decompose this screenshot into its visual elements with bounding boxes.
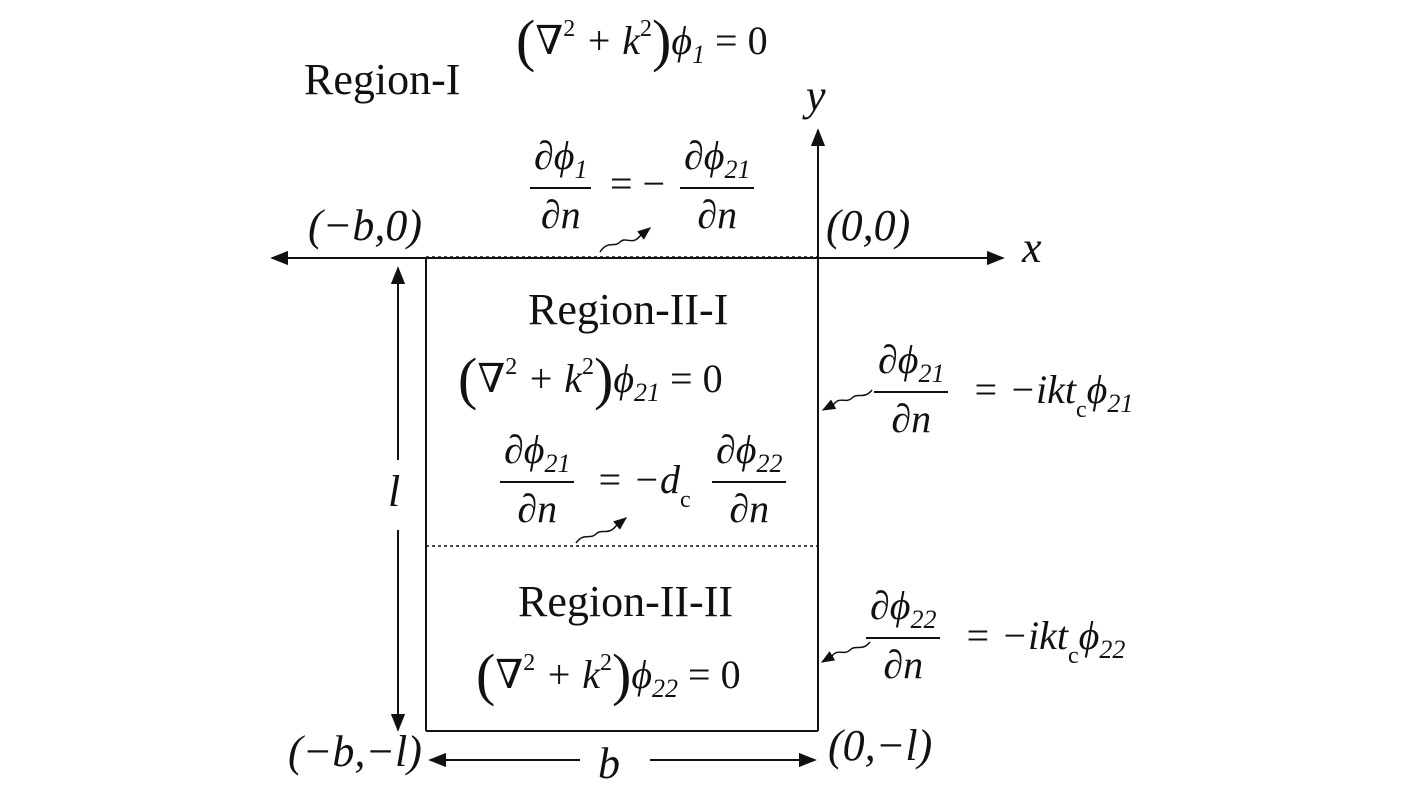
corner-bottom-left: (−b,−l): [288, 727, 422, 776]
helmholtz-equation-region-2-2: (∇2 + k2)ϕ22 = 0: [476, 642, 741, 707]
dimension-l-label: l: [388, 467, 401, 516]
region-1-label: Region-I: [304, 55, 461, 104]
squiggle-arrow-right-upper: [821, 389, 873, 411]
bc-right-wall-lower-rhs: = −iktcϕ22: [964, 613, 1126, 669]
bc-middle-operator: = −dc: [596, 457, 691, 513]
corner-top-left: (−b,0): [308, 201, 422, 250]
region-2-1-label: Region-II-I: [528, 285, 729, 334]
dimension-b-label: b: [598, 739, 620, 788]
x-axis-label: x: [1022, 223, 1042, 272]
bc-right-wall-lower-fraction: ∂ϕ22 ∂n: [866, 584, 941, 687]
bc-middle-lhs-fraction: ∂ϕ21 ∂n: [500, 428, 575, 531]
corner-top-right: (0,0): [826, 201, 911, 250]
y-axis-label: y: [806, 71, 826, 120]
bc-right-wall-upper-rhs: = −iktcϕ21: [972, 367, 1134, 423]
squiggle-arrow-middle: [575, 517, 628, 544]
corner-bottom-right: (0,−l): [828, 721, 933, 770]
helmholtz-equation-region-2-1: (∇2 + k2)ϕ21 = 0: [458, 346, 723, 411]
bc-middle-rhs-fraction: ∂ϕ22 ∂n: [712, 428, 787, 531]
helmholtz-equation-region-1: (∇2 + k2)ϕ1 = 0: [516, 8, 768, 73]
bc-right-wall-upper-fraction: ∂ϕ21 ∂n: [874, 338, 949, 441]
region-2-2-label: Region-II-II: [518, 577, 734, 626]
bc-top-lhs-fraction: ∂ϕ1 ∂n: [530, 134, 592, 237]
squiggle-arrow-right-lower: [820, 641, 871, 663]
bc-top-rhs-fraction: ∂ϕ21 ∂n: [680, 134, 755, 237]
bc-top-operator: = −: [610, 161, 666, 206]
squiggle-arrow-top: [599, 227, 652, 253]
